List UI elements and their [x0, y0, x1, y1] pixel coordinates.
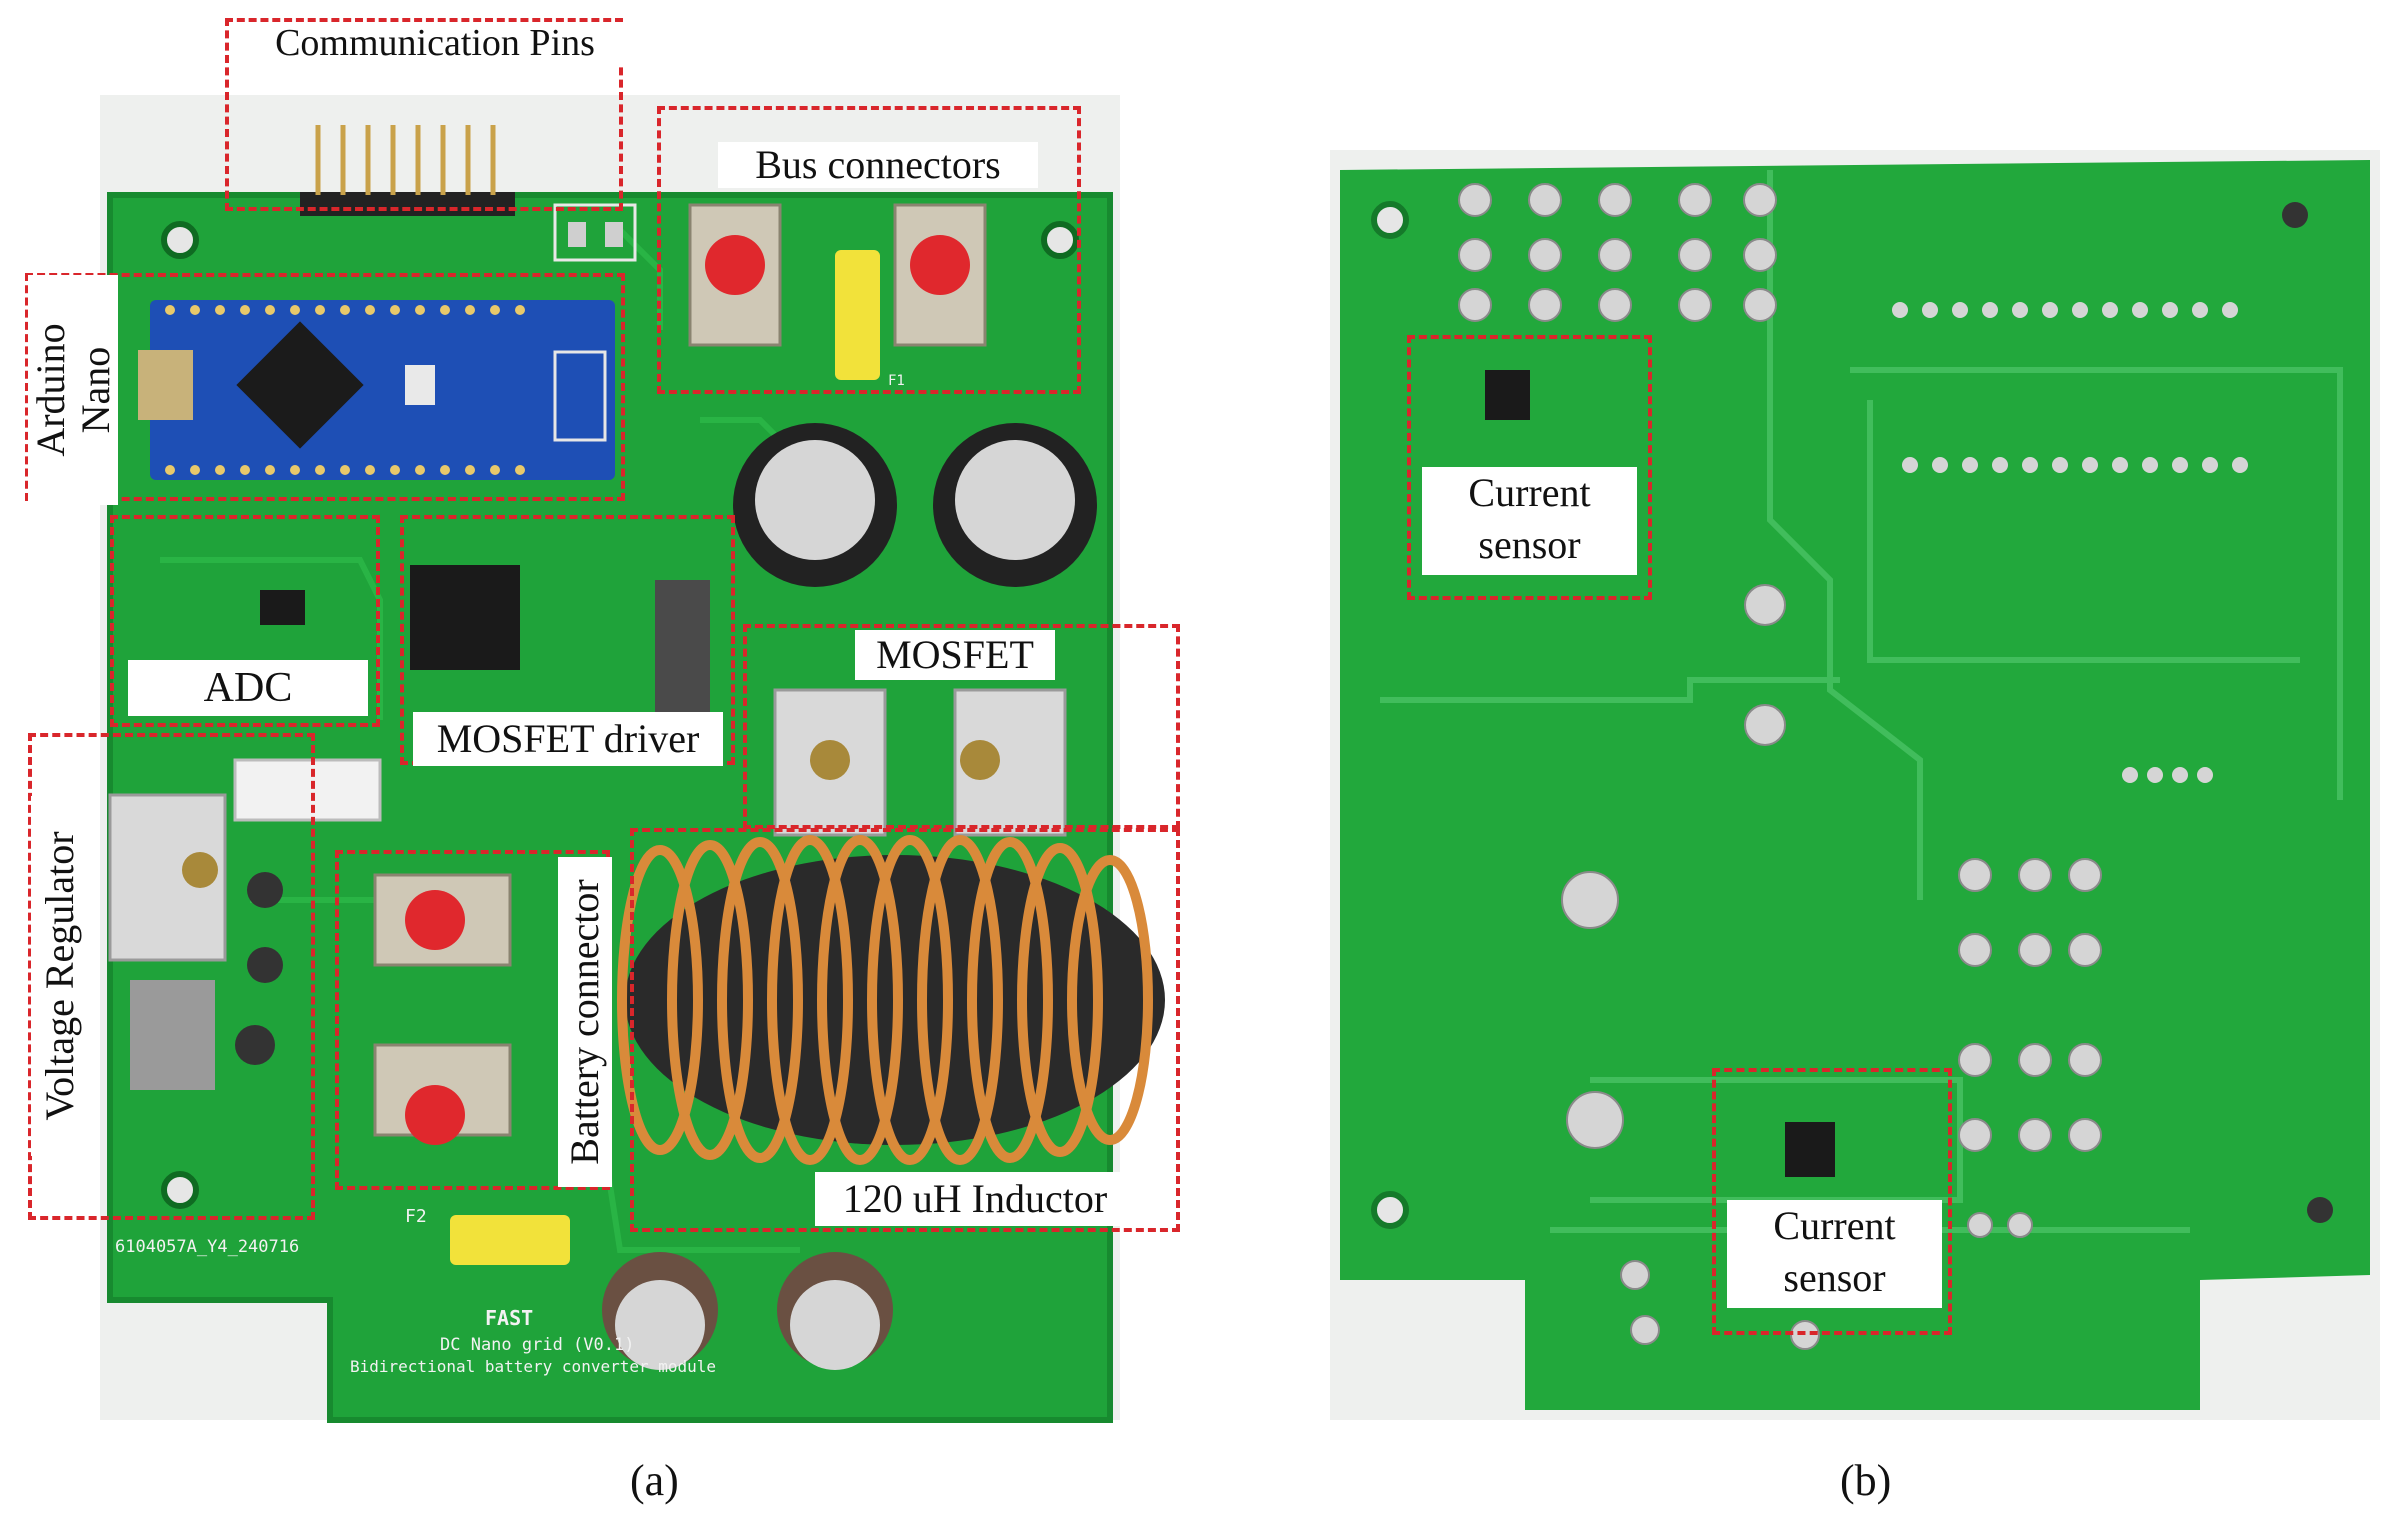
- silk-fuse2: F2: [405, 1206, 427, 1227]
- silk-title: DC Nano grid (V0.1): [440, 1335, 634, 1355]
- caption-a: (a): [630, 1456, 679, 1505]
- mosfet-heatsinks: [773, 688, 1067, 837]
- label-arduino-nano: Arduino Nano: [28, 275, 118, 505]
- silk-brand: FAST: [485, 1306, 533, 1330]
- solder-joints: [1458, 183, 2102, 1350]
- silk-board-id: 6104057A_Y4_240716: [115, 1237, 299, 1257]
- label-bus-connectors: Bus connectors: [718, 142, 1038, 188]
- label-mosfet-driver: MOSFET driver: [413, 712, 723, 766]
- silk-fuse1: F1: [888, 373, 905, 389]
- label-communication-pins: Communication Pins: [245, 22, 625, 66]
- label-voltage-regulator: Voltage Regulator: [31, 796, 89, 1156]
- caption-b: (b): [1840, 1456, 1892, 1505]
- header-pads: [1892, 302, 2248, 783]
- arduino-nano-module: [138, 300, 615, 480]
- header-pins: [300, 125, 515, 216]
- label-current-sensor-top: Current sensor: [1422, 467, 1637, 575]
- label-battery-connector: Battery connector: [558, 857, 612, 1187]
- label-mosfet: MOSFET: [855, 630, 1055, 680]
- toroid-inductor: [617, 835, 1165, 1165]
- label-inductor: 120 uH Inductor: [815, 1172, 1135, 1226]
- battery-connector-terminals: [373, 873, 512, 1145]
- bus-connector-terminals: [688, 203, 987, 380]
- silk-subtitle: Bidirectional battery converter module: [350, 1357, 716, 1376]
- label-adc: ADC: [128, 660, 368, 716]
- label-current-sensor-bottom: Current sensor: [1727, 1200, 1942, 1308]
